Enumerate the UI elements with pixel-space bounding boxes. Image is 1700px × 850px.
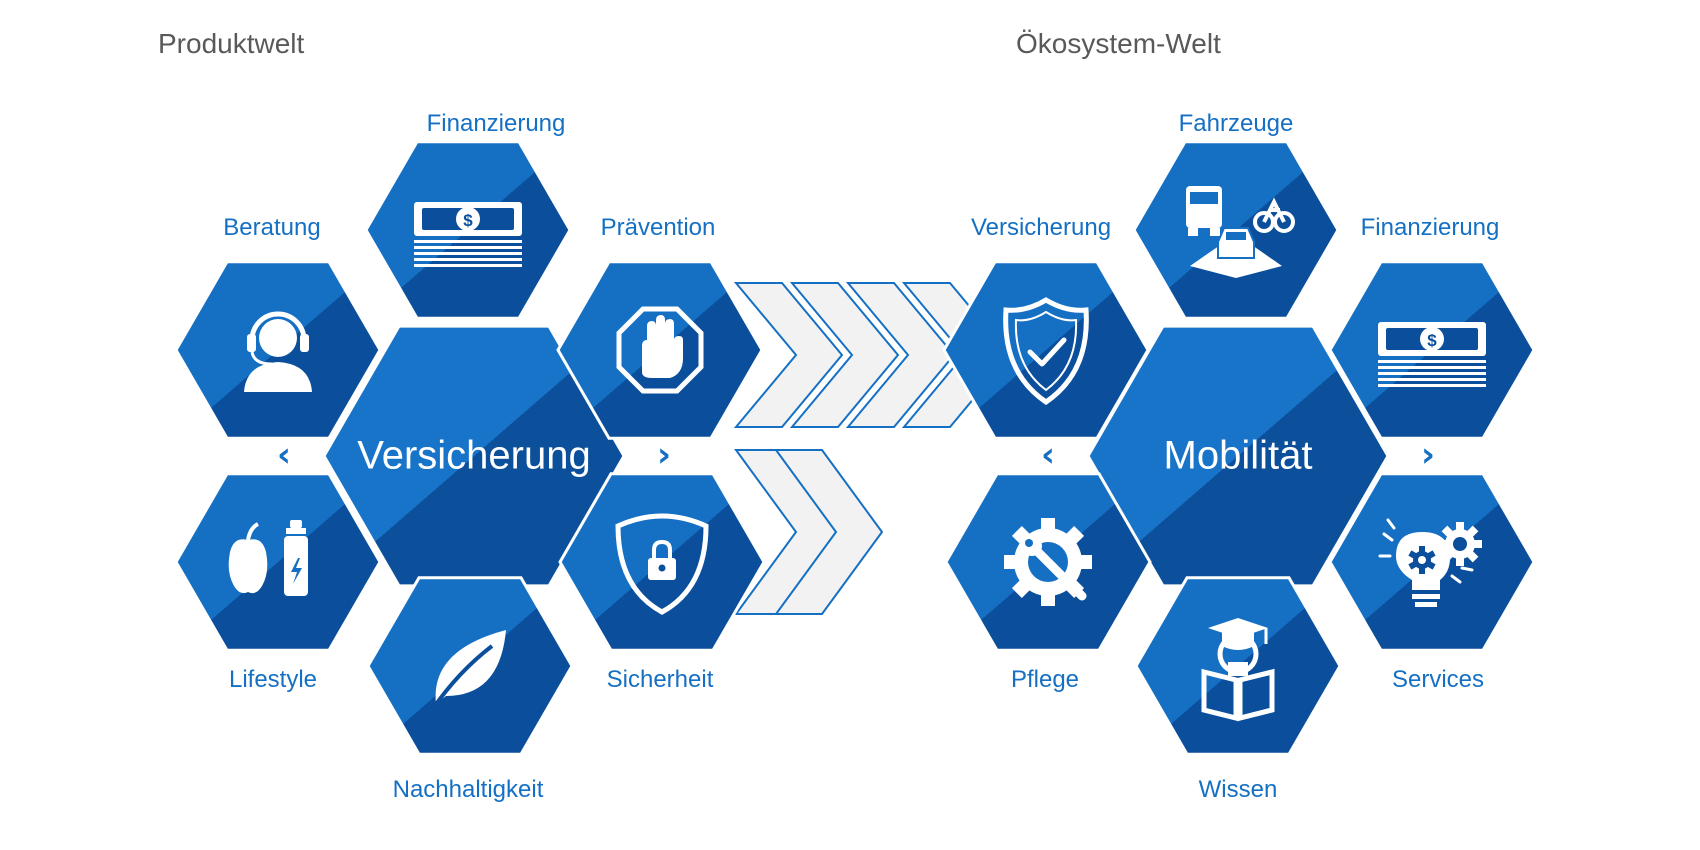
- right-hexagon-2: [942, 260, 1150, 440]
- label-nachhaltigkeit: Nachhaltigkeit: [392, 776, 544, 803]
- chevron-upper-1: [733, 282, 844, 428]
- left-center-hexagon: [322, 324, 626, 588]
- chevron-upper-3: [845, 282, 956, 428]
- right-center-hexagon: [1086, 324, 1390, 588]
- left-connector-left: ‹: [277, 435, 291, 475]
- chevron-upper-2: [789, 282, 900, 428]
- right-cluster: ‹ › $: [942, 140, 1536, 756]
- label-beratung: Beratung: [223, 214, 321, 241]
- money-stack-icon: $: [1378, 322, 1486, 387]
- right-world-title: Ökosystem-Welt: [1016, 28, 1221, 59]
- vehicles-icon: [1186, 186, 1295, 278]
- label-wissen: Wissen: [1198, 776, 1278, 803]
- check-shield-icon: [1003, 297, 1089, 406]
- lightbulb-gears-icon: [1378, 518, 1482, 607]
- left-cluster: ‹ › $: [174, 140, 766, 756]
- apple-bottle-icon: [228, 520, 308, 596]
- left-hexagon-4: [174, 472, 382, 652]
- left-world-title: Produktwelt: [158, 28, 305, 59]
- label-services: Services: [1391, 666, 1485, 693]
- right-connector-right: ›: [1421, 435, 1435, 475]
- graduate-reader-icon: [1201, 618, 1275, 722]
- label-finanzierung: Finanzierung: [426, 110, 566, 137]
- headset-agent-icon: [244, 311, 312, 392]
- leaf-icon: [430, 630, 506, 712]
- left-center-label: Versicherung: [357, 433, 591, 478]
- money-stack-icon: $: [414, 202, 522, 267]
- label-sicherheit: Sicherheit: [606, 666, 714, 693]
- label-fahrzeuge: Fahrzeuge: [1178, 110, 1294, 137]
- chevron-lower-2: [774, 449, 884, 615]
- left-connector-right: ›: [657, 435, 671, 475]
- lock-shield-icon: [615, 513, 709, 615]
- label-versicherung: Versicherung: [970, 214, 1112, 241]
- label-pflege: Pflege: [1010, 666, 1080, 693]
- gear-wrench-icon: [1004, 518, 1092, 606]
- svg-text:$: $: [463, 211, 473, 230]
- right-connector-left: ‹: [1041, 435, 1055, 475]
- right-center-label: Mobilität: [1163, 433, 1313, 478]
- stop-hand-icon: [616, 306, 704, 394]
- label-finanzierung-right: Finanzierung: [1360, 214, 1500, 241]
- transition-arrows: [733, 282, 1012, 615]
- label-lifestyle: Lifestyle: [228, 666, 318, 693]
- label-praevention: Prävention: [600, 214, 716, 241]
- svg-text:$: $: [1427, 331, 1437, 350]
